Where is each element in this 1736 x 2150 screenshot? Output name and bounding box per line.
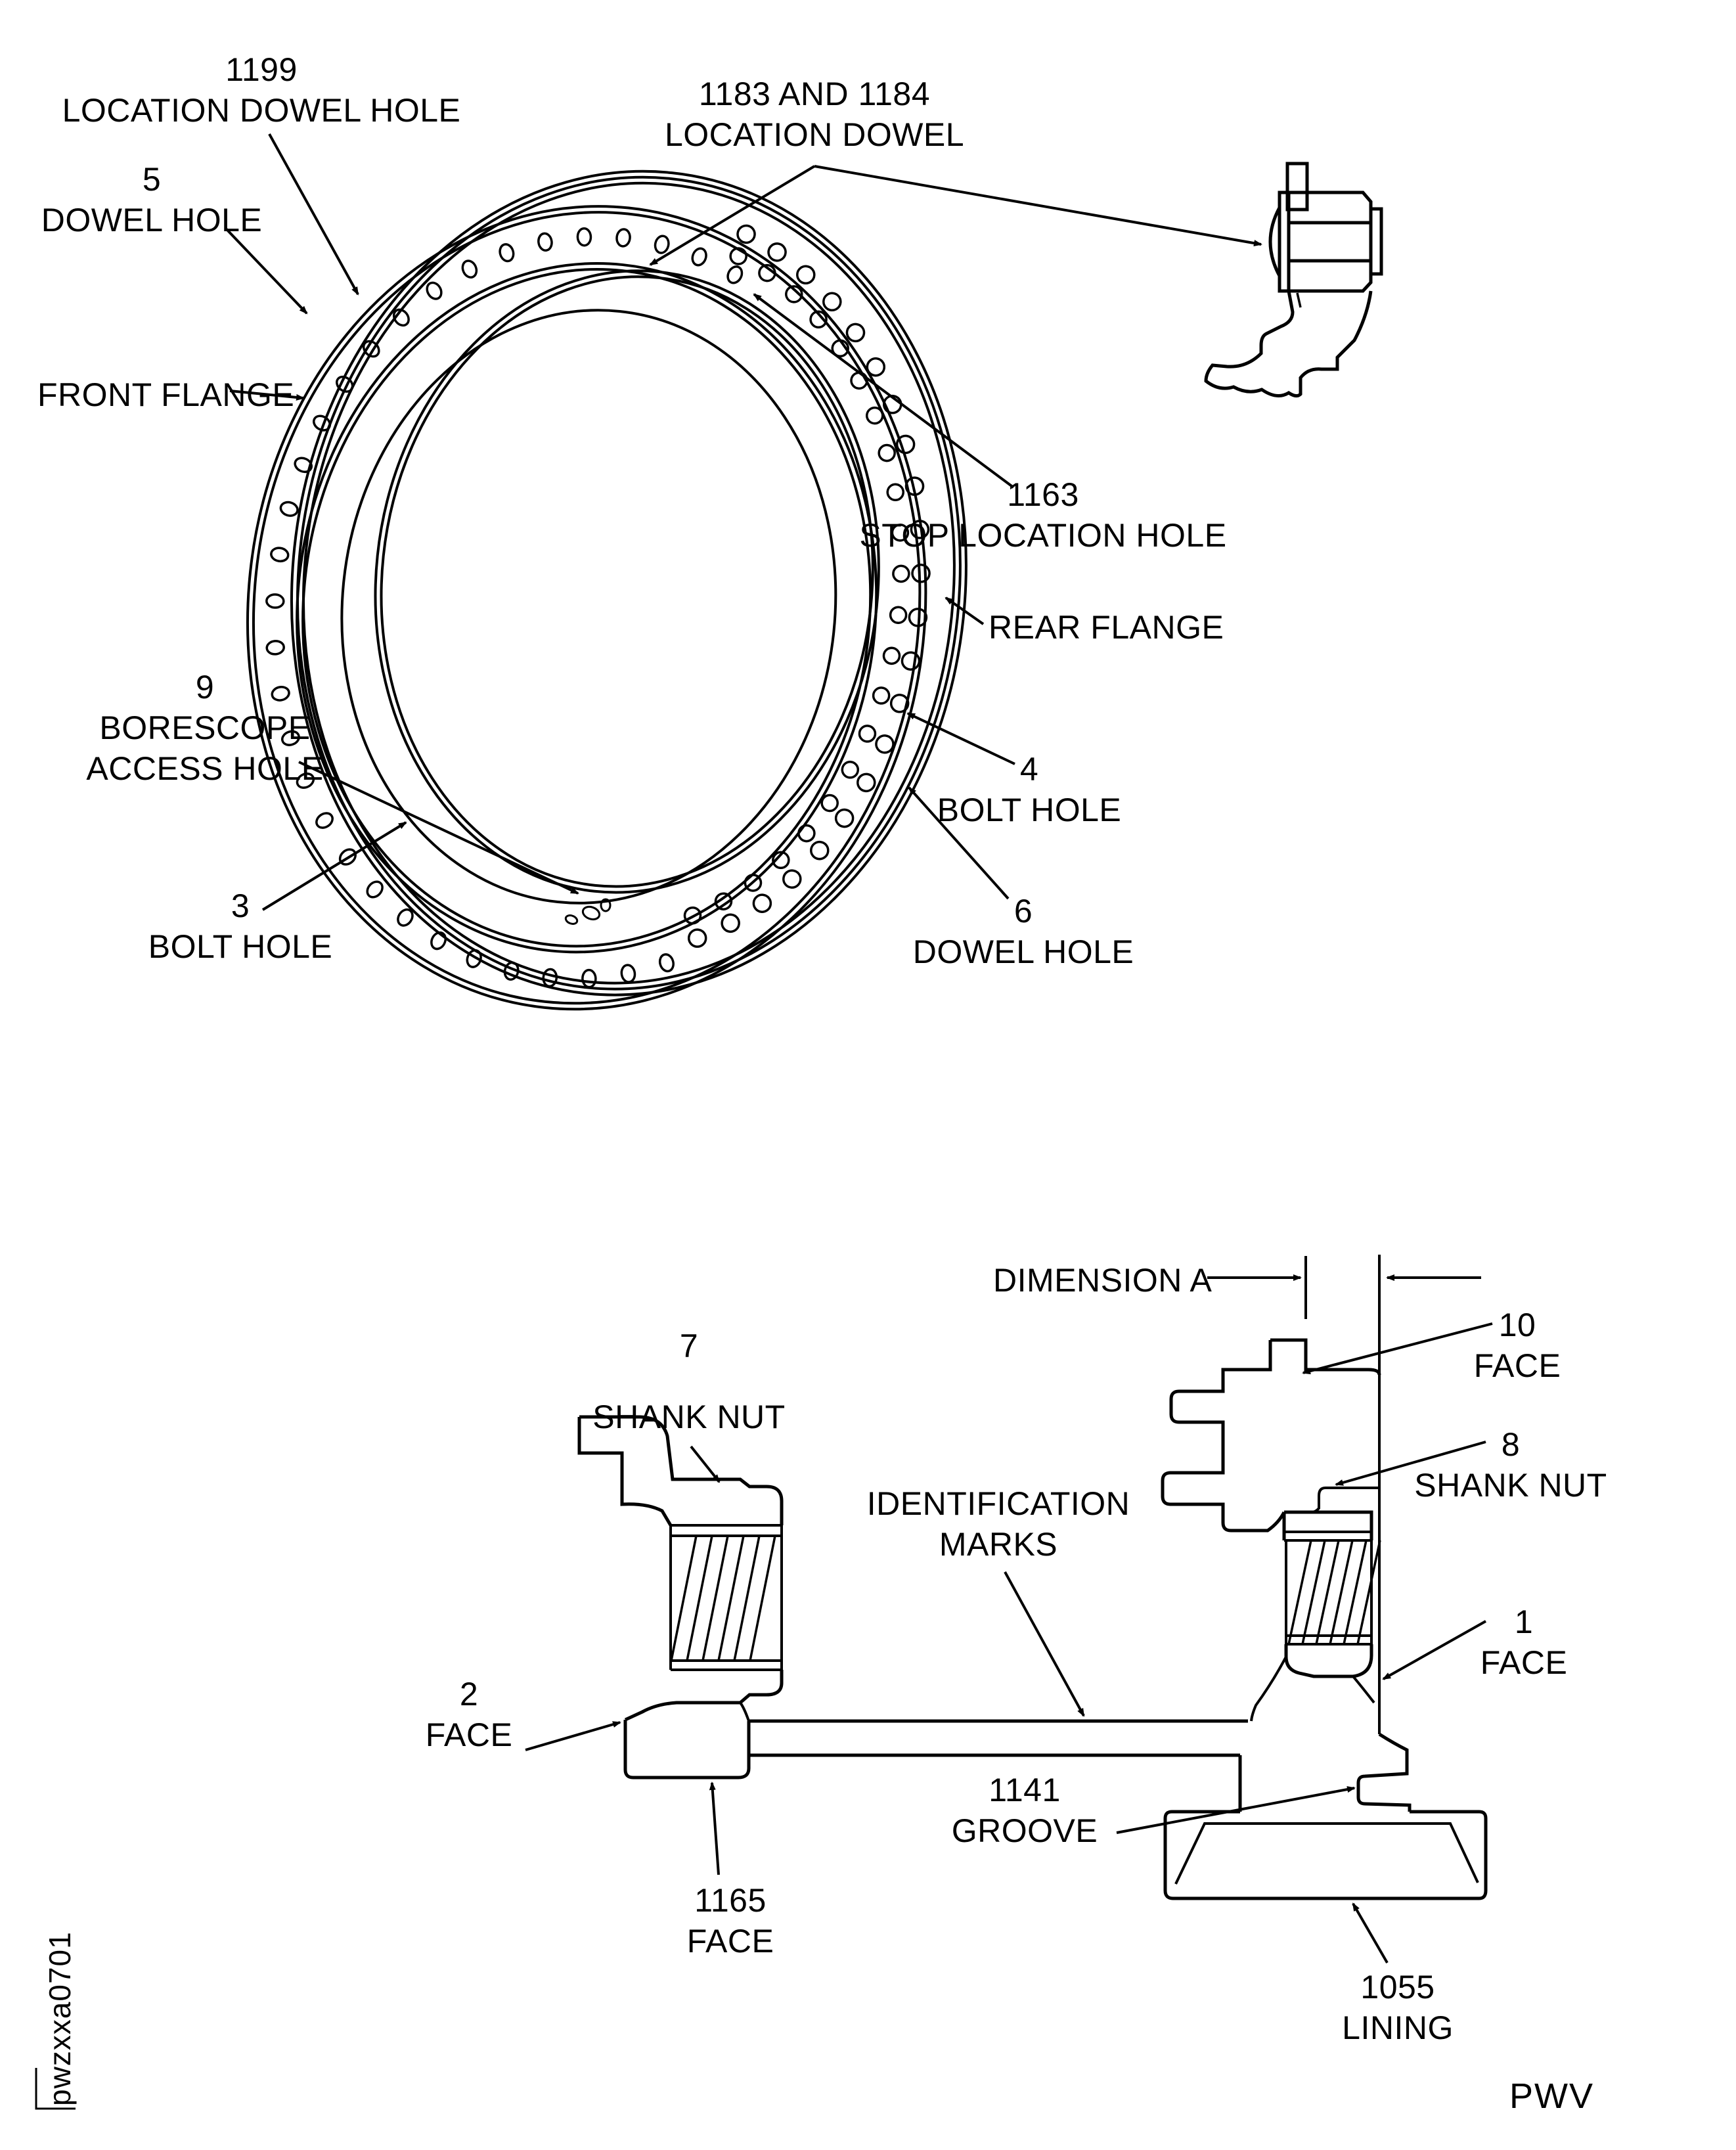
leader-2 [525, 1721, 621, 1751]
bolt-hole-pattern [265, 227, 744, 989]
leader-identification-marks [1004, 1571, 1085, 1717]
cross-section-drawing [577, 1255, 1488, 1900]
leader-8 [1335, 1441, 1486, 1486]
callout-1141: 1141 GROOVE [951, 1772, 1098, 1849]
corner-mark [35, 2068, 76, 2110]
leader-lines [35, 133, 1493, 2110]
leader-3 [261, 821, 407, 911]
callout-7: 7 SHANK NUT [592, 1328, 786, 1435]
callout-1183-1184: 1183 AND 1184 LOCATION DOWEL [664, 76, 965, 153]
callout-4: 4 BOLT HOLE [937, 751, 1122, 828]
callout-2: 2 FACE [425, 1676, 513, 1753]
callout-6: 6 DOWEL HOLE [912, 893, 1134, 970]
leader-4 [906, 712, 1015, 765]
leader-1055 [1352, 1902, 1389, 1964]
leader-7 [690, 1445, 721, 1483]
leader-1199 [268, 133, 359, 296]
dimension-a-label: DIMENSION A [993, 1262, 1213, 1299]
callout-10: 10 FACE [1473, 1307, 1561, 1384]
leader-front-flange [229, 390, 305, 401]
leader-10 [1302, 1322, 1493, 1375]
leader-9 [298, 761, 579, 895]
leader-1163 [753, 293, 1015, 489]
leader-5 [224, 227, 308, 315]
drawing-code: pwzxxa0701 [43, 1931, 77, 2106]
left-shank-nut-threads [670, 1535, 776, 1661]
leader-rear-flange [945, 596, 985, 625]
callout-3: 3 BOLT HOLE [148, 887, 333, 965]
flange-ring-drawing [246, 169, 968, 1011]
leader-6 [908, 786, 1010, 900]
leader-1165 [709, 1781, 720, 1875]
callout-1199: 1199 LOCATION DOWEL HOLE [62, 51, 461, 129]
callout-1055: 1055 LINING [1342, 1969, 1454, 2046]
leader-1141 [1116, 1786, 1356, 1834]
right-shank-nut-threads [1287, 1540, 1381, 1645]
location-dowel-detail-drawing [1204, 162, 1383, 398]
callout-1165: 1165 FACE [686, 1882, 774, 1960]
callout-1: 1 FACE [1480, 1603, 1568, 1681]
callout-9: 9 BORESCOPE ACCESS HOLE [86, 669, 324, 787]
leader-1183-left [649, 165, 816, 266]
callout-identification-marks: IDENTIFICATION MARKS [866, 1485, 1130, 1563]
callout-rear-flange: REAR FLANGE [989, 609, 1224, 646]
leader-1 [1382, 1620, 1486, 1680]
callout-front-flange: FRONT FLANGE [37, 376, 295, 413]
callout-8: 8 SHANK NUT [1414, 1426, 1607, 1504]
leader-1183-right [814, 165, 1262, 247]
borescope-hole-detail [564, 898, 612, 925]
callout-1163: 1163 STOP LOCATION HOLE [859, 476, 1227, 554]
publisher-mark: PWV [1509, 2076, 1595, 2116]
callout-5: 5 DOWEL HOLE [41, 161, 263, 238]
